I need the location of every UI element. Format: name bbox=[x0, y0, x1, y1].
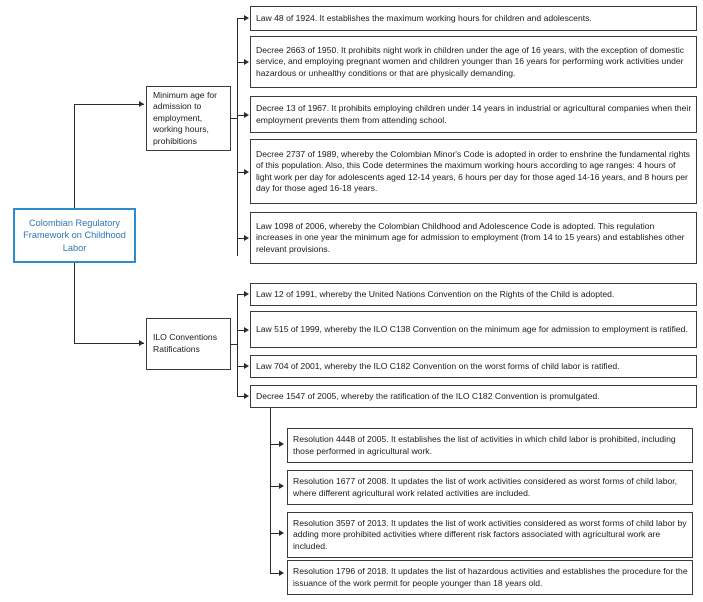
arrow-decree-2663-1950 bbox=[244, 59, 249, 65]
arrow-law-1098-2006 bbox=[244, 235, 249, 241]
node-decree-13-1967-text: Decree 13 of 1967. It prohibits employin… bbox=[256, 103, 692, 125]
connector-decree-1547-2005 bbox=[237, 396, 247, 397]
arrow-to-category-ilo bbox=[139, 340, 144, 346]
arrow-resolution-1796-2018 bbox=[279, 570, 284, 576]
node-law-1098-2006-text: Law 1098 of 2006, whereby the Colombian … bbox=[256, 220, 685, 254]
connector-decree-2663-1950 bbox=[237, 62, 247, 63]
cat2-stem bbox=[231, 344, 238, 345]
cat1-spine bbox=[237, 18, 238, 256]
cat2-spine bbox=[237, 294, 238, 396]
node-decree-2737-1989-text: Decree 2737 of 1989, whereby the Colombi… bbox=[256, 148, 690, 193]
connector-resolution-1677-2008 bbox=[270, 486, 281, 487]
node-resolution-3597-2013[interactable]: Resolution 3597 of 2013. It updates the … bbox=[287, 512, 693, 558]
node-law-515-1999-text: Law 515 of 1999, whereby the ILO C138 Co… bbox=[256, 323, 688, 334]
node-resolution-1796-2018[interactable]: Resolution 1796 of 2018. It updates the … bbox=[287, 560, 693, 595]
connector-law-12-1991 bbox=[237, 294, 247, 295]
arrow-resolution-1677-2008 bbox=[279, 483, 284, 489]
arrow-law-12-1991 bbox=[244, 291, 249, 297]
root-node-label: Colombian Regulatory Framework on Childh… bbox=[23, 217, 126, 253]
trunk-vertical-line bbox=[74, 104, 75, 208]
node-resolution-1677-2008-text: Resolution 1677 of 2008. It updates the … bbox=[293, 476, 678, 498]
node-decree-1547-2005[interactable]: Decree 1547 of 2005, whereby the ratific… bbox=[250, 385, 697, 408]
arrow-resolution-3597-2013 bbox=[279, 530, 284, 536]
node-decree-2737-1989[interactable]: Decree 2737 of 1989, whereby the Colombi… bbox=[250, 139, 697, 204]
connector-resolution-1796-2018 bbox=[270, 573, 281, 574]
category-minimum-age-label: Minimum age for admission to employment,… bbox=[153, 89, 217, 146]
connector-resolution-3597-2013 bbox=[270, 533, 281, 534]
arrow-law-515-1999 bbox=[244, 327, 249, 333]
node-law-48-1924[interactable]: Law 48 of 1924. It establishes the maxim… bbox=[250, 6, 697, 31]
root-node-colombian-regulatory-framework[interactable]: Colombian Regulatory Framework on Childh… bbox=[13, 208, 136, 263]
resolutions-spine bbox=[270, 408, 271, 573]
connector-decree-2737-1989 bbox=[237, 172, 247, 173]
node-decree-2663-1950[interactable]: Decree 2663 of 1950. It prohibits night … bbox=[250, 36, 697, 88]
node-law-704-2001-text: Law 704 of 2001, whereby the ILO C182 Co… bbox=[256, 360, 620, 371]
arrow-decree-2737-1989 bbox=[244, 169, 249, 175]
arrow-law-48-1924 bbox=[244, 15, 249, 21]
connector-resolution-4448-2005 bbox=[270, 444, 281, 445]
arrow-law-704-2001 bbox=[244, 363, 249, 369]
arrow-to-category-minimum-age bbox=[139, 101, 144, 107]
connector-law-48-1924 bbox=[237, 18, 247, 19]
node-decree-2663-1950-text: Decree 2663 of 1950. It prohibits night … bbox=[256, 44, 685, 78]
node-decree-1547-2005-text: Decree 1547 of 2005, whereby the ratific… bbox=[256, 390, 600, 401]
node-law-515-1999[interactable]: Law 515 of 1999, whereby the ILO C138 Co… bbox=[250, 311, 697, 348]
node-resolution-1677-2008[interactable]: Resolution 1677 of 2008. It updates the … bbox=[287, 470, 693, 505]
category-ilo-conventions[interactable]: ILO Conventions Ratifications bbox=[146, 318, 231, 370]
node-law-704-2001[interactable]: Law 704 of 2001, whereby the ILO C182 Co… bbox=[250, 355, 697, 378]
connector-law-1098-2006 bbox=[237, 238, 247, 239]
category-minimum-age[interactable]: Minimum age for admission to employment,… bbox=[146, 86, 231, 151]
connector-law-515-1999 bbox=[237, 330, 247, 331]
node-law-1098-2006[interactable]: Law 1098 of 2006, whereby the Colombian … bbox=[250, 212, 697, 264]
trunk-branch-top bbox=[74, 104, 144, 105]
trunk-branch-bottom bbox=[74, 343, 144, 344]
node-resolution-4448-2005-text: Resolution 4448 of 2005. It establishes … bbox=[293, 434, 676, 456]
node-resolution-3597-2013-text: Resolution 3597 of 2013. It updates the … bbox=[293, 517, 687, 551]
node-law-48-1924-text: Law 48 of 1924. It establishes the maxim… bbox=[256, 12, 592, 23]
trunk-vertical-line-lower bbox=[74, 263, 75, 343]
node-law-12-1991[interactable]: Law 12 of 1991, whereby the United Natio… bbox=[250, 283, 697, 306]
arrow-decree-13-1967 bbox=[244, 112, 249, 118]
cat1-stem bbox=[231, 118, 238, 119]
node-resolution-4448-2005[interactable]: Resolution 4448 of 2005. It establishes … bbox=[287, 428, 693, 463]
connector-decree-13-1967 bbox=[237, 115, 247, 116]
node-law-12-1991-text: Law 12 of 1991, whereby the United Natio… bbox=[256, 288, 615, 299]
arrow-decree-1547-2005 bbox=[244, 393, 249, 399]
arrow-resolution-4448-2005 bbox=[279, 441, 284, 447]
category-ilo-conventions-label: ILO Conventions Ratifications bbox=[153, 332, 218, 354]
connector-law-704-2001 bbox=[237, 366, 247, 367]
node-resolution-1796-2018-text: Resolution 1796 of 2018. It updates the … bbox=[293, 566, 688, 588]
node-decree-13-1967[interactable]: Decree 13 of 1967. It prohibits employin… bbox=[250, 96, 697, 133]
